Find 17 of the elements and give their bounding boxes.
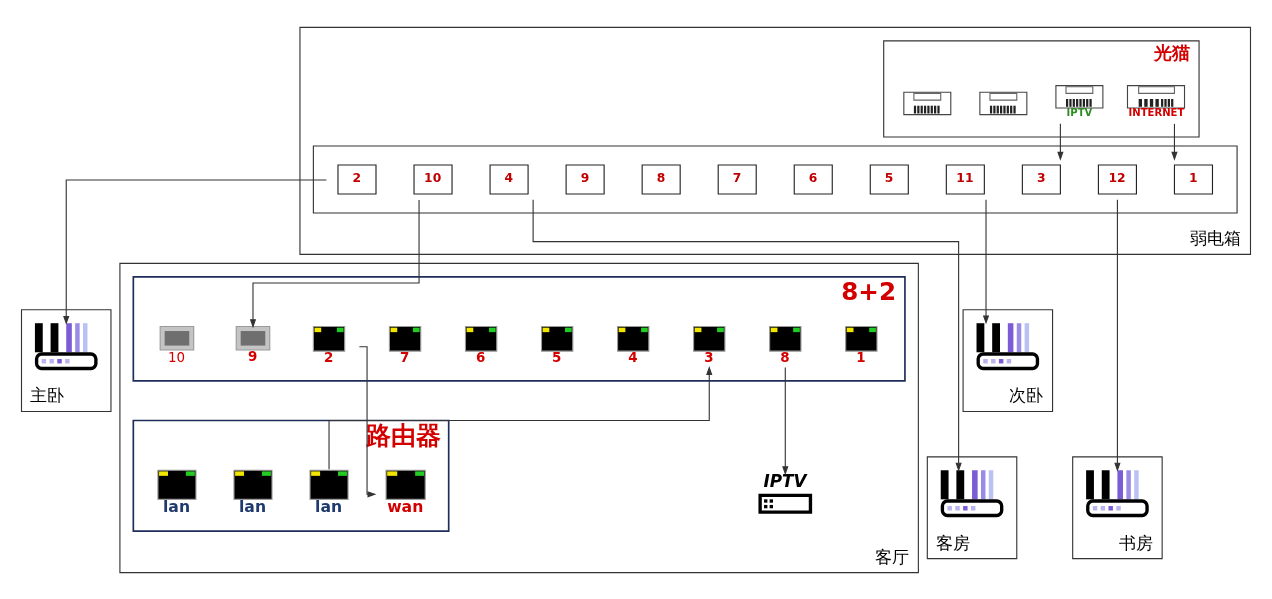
node-label: 9 (247, 348, 258, 364)
node-label: 2 (324, 349, 334, 365)
node-label: 1 (856, 349, 866, 365)
node-label: IPTV (763, 470, 807, 491)
node-label: 10 (168, 349, 186, 365)
node-label: lan (315, 496, 343, 516)
node-label: INTERNET (1128, 106, 1185, 118)
node-label: 4 (628, 349, 638, 365)
node-label: wan (387, 496, 424, 516)
node-label: 3 (704, 349, 714, 365)
node-label: 7 (400, 349, 410, 365)
node-label: IPTV (1066, 106, 1093, 118)
node-label: lan (162, 496, 191, 516)
node-label: 5 (552, 349, 562, 365)
node-label: lan (239, 496, 267, 516)
node-label: 6 (476, 349, 486, 365)
node-label: 8 (780, 349, 790, 365)
